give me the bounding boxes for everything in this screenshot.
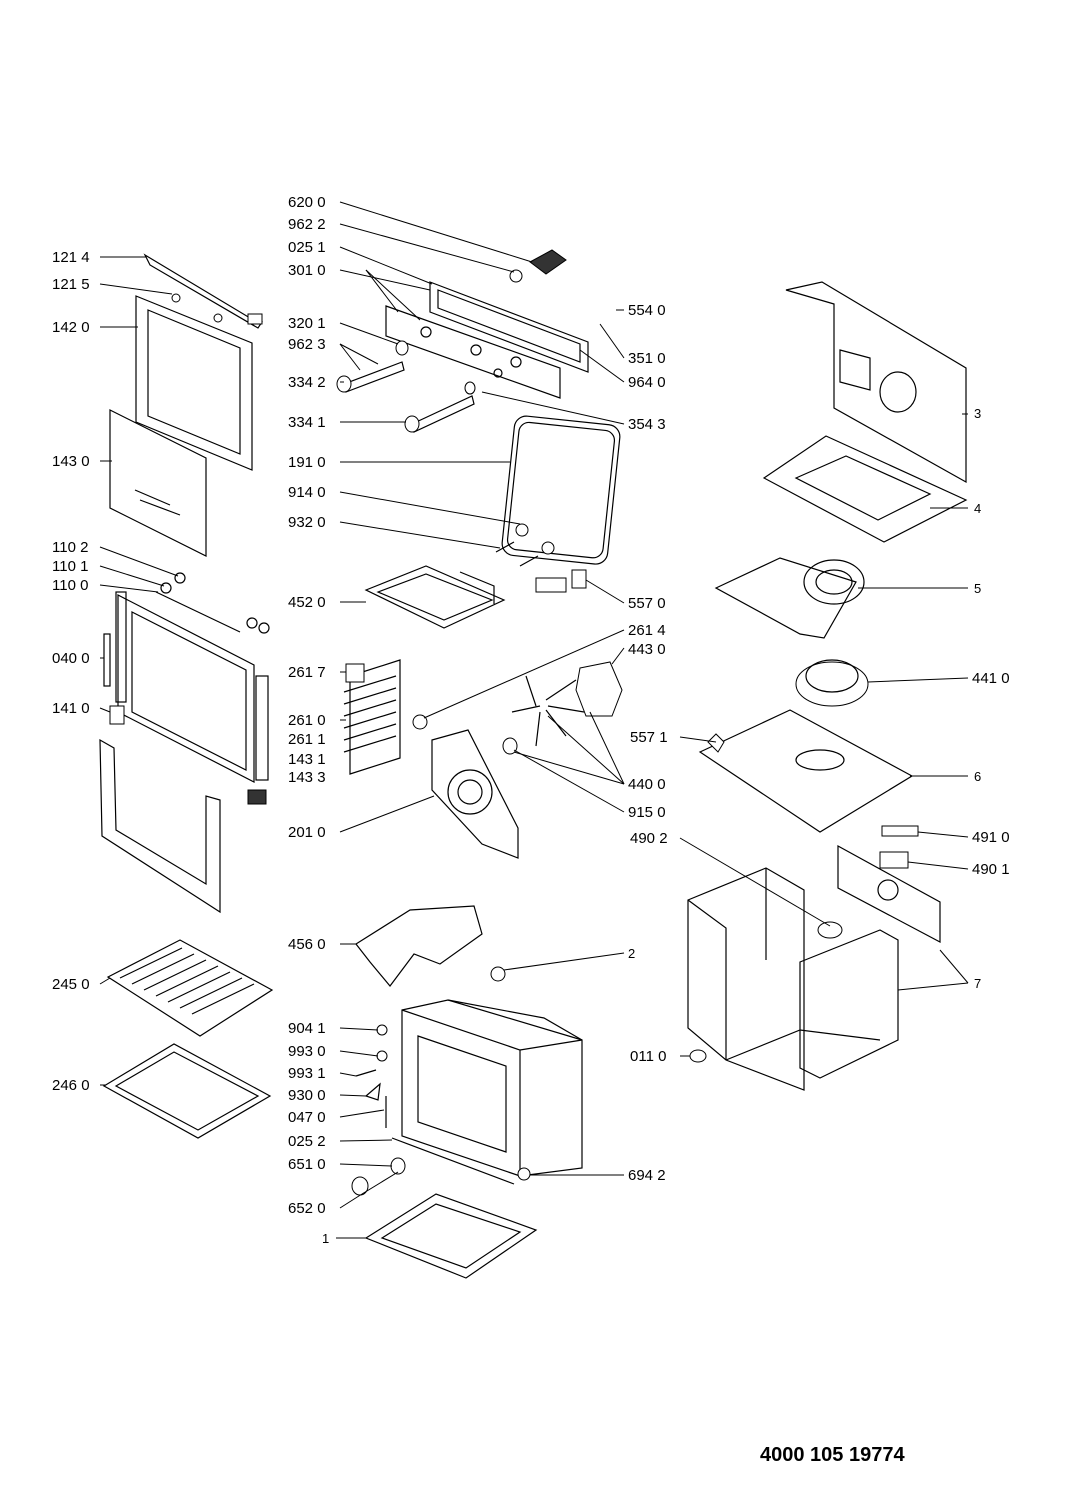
callout-label: 191 0 xyxy=(288,454,326,471)
callout-label: 011 0 xyxy=(630,1048,666,1065)
callout-label: 554 0 xyxy=(628,302,666,319)
right-parts xyxy=(687,281,968,1091)
callout-label: 440 0 xyxy=(628,776,666,793)
callout-label: 351 0 xyxy=(628,350,666,367)
center-parts xyxy=(336,249,623,1279)
callout-label: 354 3 xyxy=(628,416,666,433)
callout-label: 904 1 xyxy=(288,1020,326,1037)
callout-label: 652 0 xyxy=(288,1200,326,1217)
callout-label: 301 0 xyxy=(288,262,326,279)
callout-label: 025 1 xyxy=(288,239,326,256)
callout-label: 490 2 xyxy=(630,830,668,847)
callout-label: 962 2 xyxy=(288,216,326,233)
callout-label: 915 0 xyxy=(628,804,666,821)
callout-label: 993 0 xyxy=(288,1043,326,1060)
leader-lines xyxy=(99,201,969,1239)
callout-label: 4 xyxy=(974,501,981,516)
callout-label: 932 0 xyxy=(288,514,326,531)
labels-left: 121 4 121 5 142 0 143 0 110 2 110 1 110 … xyxy=(52,249,90,1094)
callout-label: 246 0 xyxy=(52,1077,90,1094)
callout-label: 110 1 xyxy=(52,558,88,575)
callout-label: 490 1 xyxy=(972,861,1010,878)
callout-label: 121 5 xyxy=(52,276,90,293)
callout-label: 441 0 xyxy=(972,670,1010,687)
callout-label: 491 0 xyxy=(972,829,1010,846)
callout-label: 694 2 xyxy=(628,1167,666,1184)
callout-label: 930 0 xyxy=(288,1087,326,1104)
callout-label: 261 1 xyxy=(288,731,326,748)
callout-label: 261 7 xyxy=(288,664,326,681)
callout-label: 3 xyxy=(974,406,981,421)
callout-label: 6 xyxy=(974,769,981,784)
callout-label: 110 2 xyxy=(52,539,88,556)
callout-label: 456 0 xyxy=(288,936,326,953)
callout-label: 5 xyxy=(974,581,981,596)
callout-label: 962 3 xyxy=(288,336,326,353)
callout-label: 201 0 xyxy=(288,824,326,841)
callout-label: 320 1 xyxy=(288,315,326,332)
callout-label: 110 0 xyxy=(52,577,88,594)
callout-label: 914 0 xyxy=(288,484,326,501)
labels-center-left: 620 0 962 2 025 1 301 0 320 1 962 3 334 … xyxy=(288,194,329,1246)
callout-label: 651 0 xyxy=(288,1156,326,1173)
callout-label: 141 0 xyxy=(52,700,90,717)
callout-label: 993 1 xyxy=(288,1065,326,1082)
callout-label: 334 2 xyxy=(288,374,326,391)
callout-label: 143 0 xyxy=(52,453,90,470)
callout-label: 143 3 xyxy=(288,769,326,786)
callout-label: 557 0 xyxy=(628,595,666,612)
callout-label: 557 1 xyxy=(630,729,668,746)
callout-label: 452 0 xyxy=(288,594,326,611)
callout-label: 1 xyxy=(322,1231,329,1246)
callout-label: 245 0 xyxy=(52,976,90,993)
callout-label: 7 xyxy=(974,976,981,991)
callout-label: 040 0 xyxy=(52,650,90,667)
labels-right: 3 4 5 441 0 6 491 0 490 1 7 xyxy=(972,406,1010,991)
callout-label: 261 0 xyxy=(288,712,326,729)
callout-label: 143 1 xyxy=(288,751,326,768)
door-parts xyxy=(99,253,274,1139)
callout-label: 620 0 xyxy=(288,194,326,211)
callout-label: 025 2 xyxy=(288,1133,326,1150)
callout-label: 121 4 xyxy=(52,249,90,266)
callout-label: 964 0 xyxy=(628,374,666,391)
labels-center-right: 554 0 351 0 964 0 354 3 557 0 261 4 443 … xyxy=(628,302,668,1184)
callout-label: 047 0 xyxy=(288,1109,326,1126)
callout-label: 2 xyxy=(628,946,635,961)
callout-label: 142 0 xyxy=(52,319,90,336)
callout-label: 261 4 xyxy=(628,622,666,639)
document-number: 4000 105 19774 xyxy=(760,1444,905,1466)
callout-label: 334 1 xyxy=(288,414,326,431)
callout-label: 443 0 xyxy=(628,641,666,658)
